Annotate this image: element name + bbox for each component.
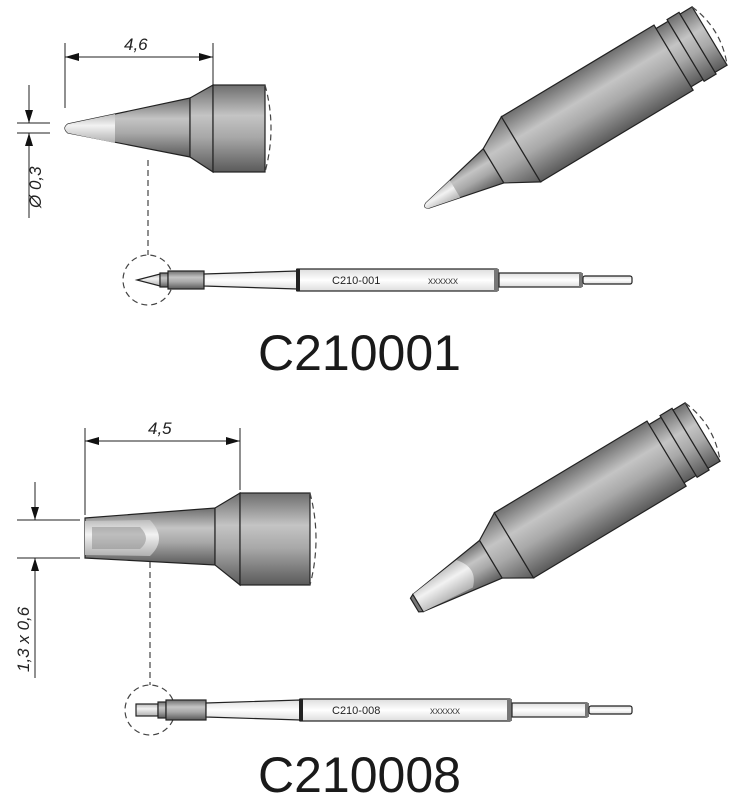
shaft-label: C210-001 <box>332 275 380 287</box>
tip-2-detail-view: 4,5 1,3 x 0,6 <box>14 419 317 736</box>
shaft-code: xxxxxx <box>430 706 460 717</box>
model-number: C210001 <box>258 325 461 381</box>
diameter-dimension: Ø 0,3 <box>26 166 45 209</box>
model-number: C210008 <box>258 747 461 800</box>
tip-1-full-view: C210-001 xxxxxx <box>134 268 633 292</box>
tip-2-full-view: C210-008 xxxxxx <box>135 698 633 722</box>
tip-2-3d-view <box>409 402 721 613</box>
length-dimension: 4,6 <box>124 35 148 54</box>
tip-size-dimension: 1,3 x 0,6 <box>14 606 33 672</box>
length-dimension: 4,5 <box>148 419 172 438</box>
shaft-label: C210-008 <box>332 705 380 717</box>
shaft-code: xxxxxx <box>428 276 458 287</box>
tip-1-detail-view: 4,6 Ø 0,3 <box>17 35 272 306</box>
tip-1-3d-view <box>424 6 728 209</box>
